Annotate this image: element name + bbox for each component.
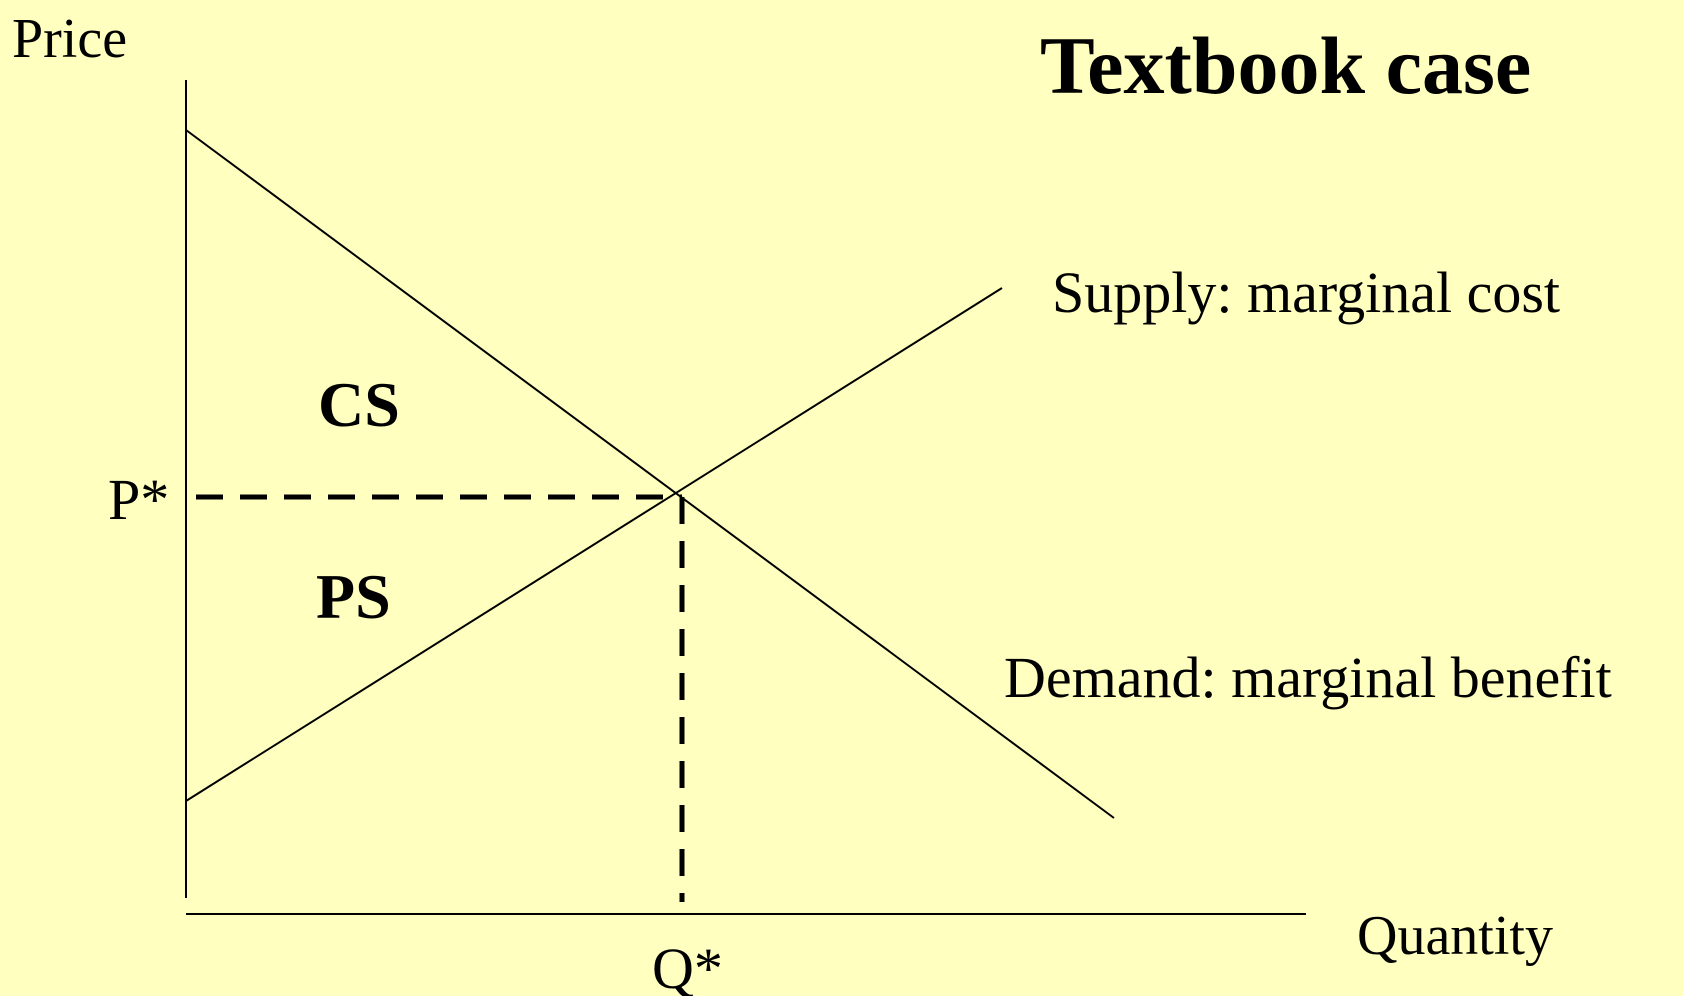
y-axis-label: Price	[12, 8, 127, 70]
x-axis-label: Quantity	[1357, 905, 1553, 967]
supply-curve	[185, 287, 1003, 802]
supply-curve-label: Supply: marginal cost	[1052, 260, 1560, 325]
consumer-surplus-label: CS	[318, 369, 400, 440]
demand-curve-label: Demand: marginal benefit	[1004, 645, 1612, 710]
equilibrium-price-label: P*	[108, 467, 169, 532]
producer-surplus-label: PS	[316, 561, 391, 632]
equilibrium-quantity-label: Q*	[652, 936, 723, 996]
demand-curve	[185, 129, 1115, 819]
diagram-title: Textbook case	[1040, 20, 1531, 111]
